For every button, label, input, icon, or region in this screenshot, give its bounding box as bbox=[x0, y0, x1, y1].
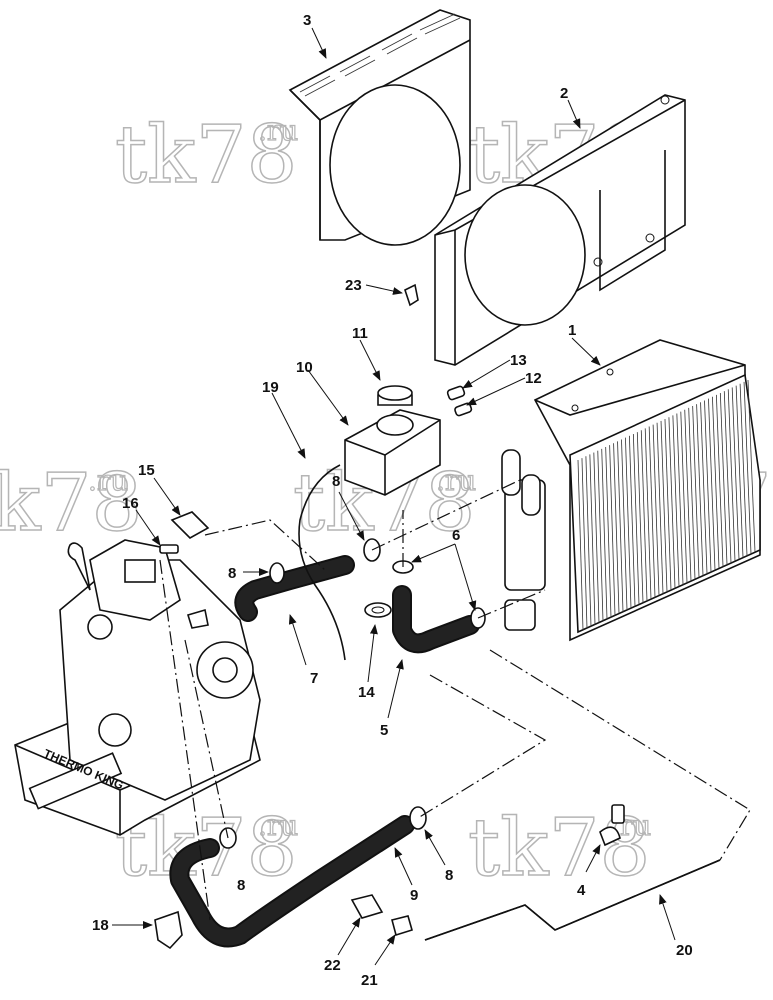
radiator-fin bbox=[636, 432, 644, 603]
radiator-fin bbox=[727, 389, 736, 562]
radiator-fin bbox=[723, 391, 732, 563]
callout-8: 8 bbox=[445, 867, 453, 884]
watermark-suffix: .ru bbox=[258, 809, 298, 842]
radiator-fin bbox=[731, 387, 740, 560]
radiator-fin bbox=[617, 441, 624, 612]
expansion-tank bbox=[344, 385, 441, 496]
tube-clip bbox=[599, 804, 625, 847]
engine-block: THERMO KING bbox=[14, 539, 261, 836]
radiator-fin bbox=[625, 437, 632, 609]
tube-20 bbox=[424, 859, 721, 941]
radiator-fin bbox=[648, 426, 656, 598]
radiator-fin bbox=[680, 411, 688, 583]
radiator-fin bbox=[715, 394, 724, 567]
callout-leaders bbox=[112, 27, 676, 966]
radiator-fin bbox=[660, 420, 668, 592]
centerlines bbox=[159, 479, 751, 921]
callout-19: 19 bbox=[262, 379, 279, 396]
temperature-sensor bbox=[159, 544, 179, 554]
radiator-fin bbox=[743, 381, 752, 554]
radiator-fin bbox=[676, 413, 684, 585]
callout-12: 12 bbox=[525, 370, 542, 387]
radiator-fin bbox=[664, 419, 672, 591]
callout-5: 5 bbox=[380, 722, 388, 739]
hose-adapter bbox=[154, 910, 183, 950]
radiator-fin bbox=[668, 417, 676, 589]
radiator-fin bbox=[581, 458, 588, 629]
drain-fittings bbox=[446, 385, 473, 417]
watermark-suffix: .ru bbox=[258, 114, 298, 147]
radiator-core bbox=[501, 339, 761, 642]
radiator-fin bbox=[621, 439, 628, 611]
callout-1: 1 bbox=[568, 322, 576, 339]
grommet bbox=[364, 602, 392, 618]
radiator-fin bbox=[700, 402, 708, 574]
fitting bbox=[350, 894, 384, 919]
callout-14: 14 bbox=[358, 684, 375, 701]
radiator-fin bbox=[684, 409, 692, 582]
radiator-fin bbox=[628, 435, 636, 607]
hose-19 bbox=[298, 464, 346, 661]
callout-8: 8 bbox=[332, 473, 340, 490]
callout-10: 10 bbox=[296, 359, 313, 376]
callout-7: 7 bbox=[310, 670, 318, 687]
radiator-fin bbox=[613, 443, 620, 614]
watermark-text: tk78 bbox=[0, 456, 142, 549]
radiator-fin bbox=[696, 404, 704, 576]
sensor-plate bbox=[170, 511, 210, 539]
radiator-fin bbox=[601, 448, 608, 620]
watermark-suffix: .ru bbox=[88, 464, 128, 497]
radiator-frame bbox=[434, 94, 686, 366]
radiator-fin bbox=[704, 400, 712, 572]
callout-labels: 1 2 3 4 5 6 7 8 8 8 8 9 10 11 12 13 14 1… bbox=[92, 12, 693, 989]
radiator-fin bbox=[672, 415, 680, 587]
callout-15: 15 bbox=[138, 462, 155, 479]
radiator-fin bbox=[652, 424, 660, 596]
callout-23: 23 bbox=[345, 277, 362, 294]
callout-6: 6 bbox=[452, 527, 460, 544]
radiator-fin bbox=[644, 428, 652, 600]
hose-9 bbox=[169, 815, 415, 948]
watermark-suffix: .ru bbox=[436, 464, 476, 497]
fan-shroud bbox=[288, 9, 471, 246]
callout-2: 2 bbox=[560, 85, 568, 102]
callout-13: 13 bbox=[510, 352, 527, 369]
radiator-fin bbox=[712, 396, 720, 569]
radiator-fin bbox=[593, 452, 600, 623]
radiator-fin bbox=[577, 459, 584, 631]
radiator-fin bbox=[735, 385, 744, 558]
watermark-text: tk78 bbox=[115, 108, 297, 201]
radiator-fin bbox=[640, 430, 648, 601]
radiator-fin bbox=[708, 398, 716, 571]
callout-22: 22 bbox=[324, 957, 341, 974]
radiator-fin bbox=[692, 406, 700, 578]
callout-9: 9 bbox=[410, 887, 418, 904]
radiator-fin bbox=[605, 446, 612, 618]
hose-7 bbox=[234, 555, 355, 622]
callout-16: 16 bbox=[122, 495, 139, 512]
callout-3: 3 bbox=[303, 12, 311, 29]
callout-8: 8 bbox=[237, 877, 245, 894]
radiator-fin bbox=[747, 379, 756, 553]
hose-5 bbox=[392, 585, 480, 654]
callout-18: 18 bbox=[92, 917, 109, 934]
callout-4: 4 bbox=[577, 882, 586, 899]
radiator-fin bbox=[719, 393, 728, 565]
radiator-fin bbox=[656, 422, 664, 594]
callout-20: 20 bbox=[676, 942, 693, 959]
bracket-clip bbox=[404, 283, 419, 307]
radiator-fin bbox=[739, 383, 748, 556]
callout-21: 21 bbox=[361, 972, 378, 989]
radiator-fin bbox=[609, 445, 616, 616]
callout-11: 11 bbox=[352, 325, 368, 342]
radiator-fin bbox=[632, 433, 640, 605]
radiator-fin bbox=[688, 407, 696, 580]
radiator-fin bbox=[585, 456, 592, 627]
plug bbox=[391, 915, 413, 937]
radiator-fin bbox=[589, 454, 596, 625]
radiator-fin bbox=[597, 450, 604, 621]
callout-8: 8 bbox=[228, 565, 236, 582]
